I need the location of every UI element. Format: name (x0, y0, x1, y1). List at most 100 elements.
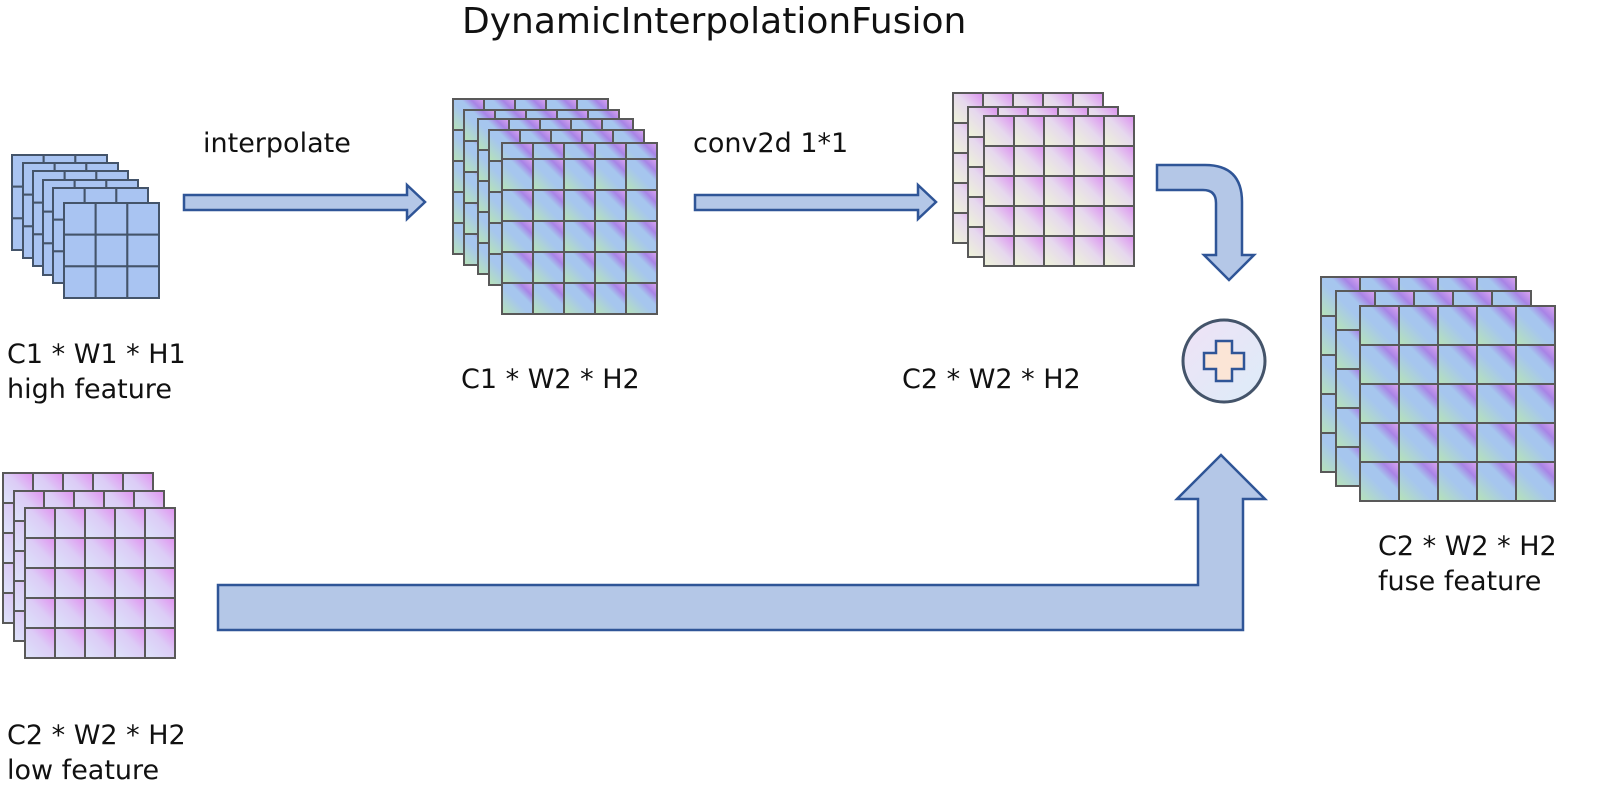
conv-arrow (693, 182, 938, 222)
feature-cell (1073, 235, 1105, 267)
interpolate-label: interpolate (203, 128, 351, 159)
feature-cell (625, 282, 658, 315)
feature-cell (54, 567, 86, 599)
feature-cell (1103, 235, 1135, 267)
feature-cell (1359, 305, 1400, 346)
high-feature-dims: C1 * W1 * H1 (7, 339, 186, 370)
feature-cell (1437, 344, 1478, 385)
feature-cell (1476, 383, 1517, 424)
feature-cell (594, 282, 627, 315)
feature-cell (1013, 145, 1045, 177)
feature-cell (983, 175, 1015, 207)
conv-output-dims: C2 * W2 * H2 (902, 364, 1081, 395)
diagram-title: DynamicInterpolationFusion (462, 1, 967, 42)
feature-cell (1359, 344, 1400, 385)
conv-output-stack (952, 92, 1135, 267)
feature-cell (114, 627, 146, 659)
feature-cell (54, 627, 86, 659)
feature-cell (563, 282, 596, 315)
feature-cell (1103, 205, 1135, 237)
feature-cell (1398, 305, 1439, 346)
fused-feature-stack (1320, 276, 1556, 502)
feature-cell (501, 220, 534, 253)
feature-cell (1103, 145, 1135, 177)
feature-cell (501, 251, 534, 284)
feature-cell (1476, 344, 1517, 385)
feature-cell (532, 251, 565, 284)
feature-cell (1398, 461, 1439, 502)
feature-cell (84, 597, 116, 629)
feature-cell (1073, 145, 1105, 177)
fused-name: fuse feature (1378, 566, 1542, 597)
feature-cell (501, 158, 534, 191)
feature-cell (63, 202, 97, 236)
feature-cell (1398, 344, 1439, 385)
feature-cell (24, 537, 56, 569)
feature-cell (1437, 305, 1478, 346)
feature-cell (144, 597, 176, 629)
feature-cell (983, 205, 1015, 237)
feature-cell (94, 265, 129, 300)
feature-cell (1515, 461, 1556, 502)
feature-cell (532, 220, 565, 253)
feature-cell (1398, 422, 1439, 463)
feature-cell (1103, 115, 1135, 147)
interpolate-arrow (182, 182, 427, 222)
feature-cell (1515, 422, 1556, 463)
feature-cell (63, 265, 97, 300)
feature-cell (94, 233, 129, 268)
feature-cell (1476, 461, 1517, 502)
feature-cell (1515, 344, 1556, 385)
feature-cell (1043, 205, 1075, 237)
feature-cell (594, 189, 627, 222)
feature-cell (54, 597, 86, 629)
feature-cell (24, 597, 56, 629)
feature-map-layer (1359, 305, 1556, 502)
feature-cell (114, 597, 146, 629)
feature-cell (126, 202, 161, 236)
feature-cell (54, 537, 86, 569)
feature-cell (144, 567, 176, 599)
feature-cell (1359, 422, 1400, 463)
feature-cell (1043, 145, 1075, 177)
feature-cell (1476, 305, 1517, 346)
high-feature-name: high feature (7, 374, 172, 405)
feature-cell (1103, 175, 1135, 207)
feature-cell (1013, 175, 1045, 207)
feature-cell (84, 537, 116, 569)
feature-cell (114, 537, 146, 569)
feature-cell (54, 507, 86, 539)
feature-cell (625, 251, 658, 284)
feature-cell (594, 220, 627, 253)
feature-cell (1437, 383, 1478, 424)
feature-cell (594, 251, 627, 284)
conv-label: conv2d 1*1 (693, 128, 849, 159)
feature-cell (532, 158, 565, 191)
low-feature-stack (2, 472, 176, 659)
feature-cell (563, 220, 596, 253)
feature-cell (1043, 115, 1075, 147)
feature-cell (1073, 205, 1105, 237)
feature-cell (1359, 461, 1400, 502)
feature-cell (24, 567, 56, 599)
feature-map-layer (63, 202, 161, 300)
feature-map-layer (983, 115, 1135, 267)
feature-cell (1437, 461, 1478, 502)
feature-cell (532, 282, 565, 315)
feature-cell (983, 145, 1015, 177)
feature-cell (1073, 115, 1105, 147)
feature-cell (144, 507, 176, 539)
feature-cell (84, 567, 116, 599)
feature-cell (1013, 205, 1045, 237)
feature-map-layer (501, 158, 658, 315)
feature-cell (1013, 115, 1045, 147)
feature-cell (983, 115, 1015, 147)
feature-cell (94, 202, 129, 236)
feature-cell (114, 507, 146, 539)
feature-cell (625, 189, 658, 222)
add-operator (1181, 318, 1267, 404)
low-feature-dims: C2 * W2 * H2 (7, 720, 186, 751)
feature-cell (114, 567, 146, 599)
feature-cell (1013, 235, 1045, 267)
